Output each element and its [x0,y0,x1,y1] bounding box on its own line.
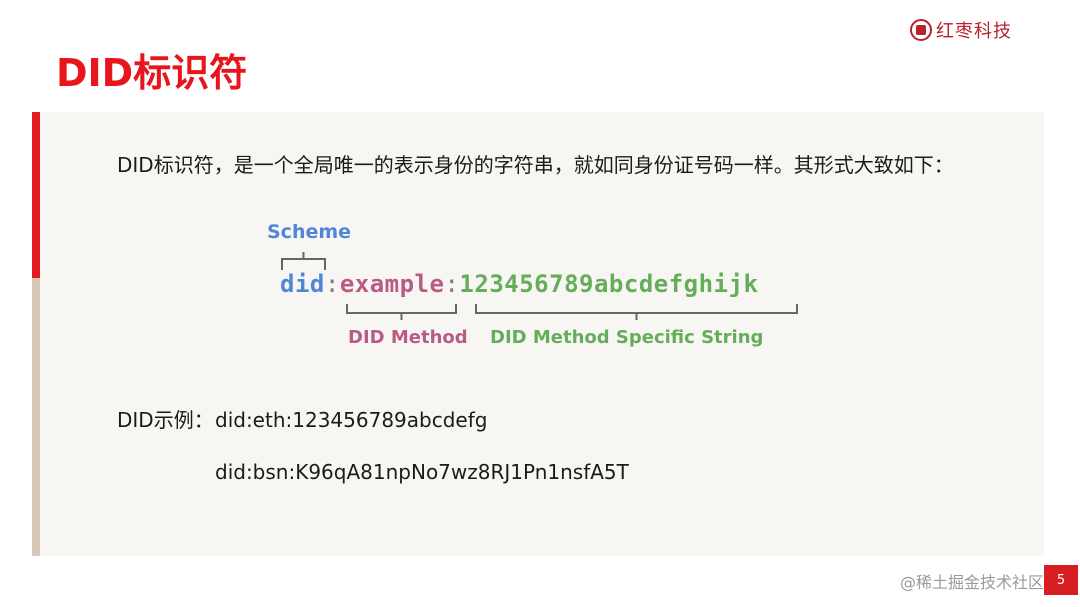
accent-bar-red [32,112,40,278]
method-label: DID Method [348,327,468,348]
did-example-line: did:example:123456789abcdefghijk [280,270,758,298]
example-value: did:bsn:K96qA81npNo7wz8RJ1Pn1nsfA5T [215,460,629,484]
company-logo: 红枣科技 [910,16,1012,44]
separator: : [324,270,340,298]
example-value: did:eth:123456789abcdefg [215,408,488,432]
specific-bracket [475,304,798,320]
did-specific-string: 123456789abcdefghijk [459,270,759,298]
examples-label: DID示例： [117,408,214,432]
content-panel [32,112,1044,556]
scheme-bracket [281,252,326,270]
separator: : [444,270,460,298]
did-scheme: did [280,270,325,298]
page-title: DID标识符 [56,51,248,95]
logo-emblem-icon [910,19,932,41]
method-bracket [346,304,457,320]
scheme-label: Scheme [267,221,352,243]
page-number: 5 [1044,565,1078,595]
intro-text: DID标识符，是一个全局唯一的表示身份的字符串，就如同身份证号码一样。其形式大致… [117,153,954,177]
did-method: example [339,270,445,298]
accent-bar-tan [32,278,40,556]
diagram-brackets [281,252,798,320]
specific-label: DID Method Specific String [490,327,764,348]
logo-text: 红枣科技 [936,21,1012,42]
did-syntax-diagram: Scheme did:example:123456789abcdefghijk … [250,214,830,364]
watermark: @稀土掘金技术社区 [900,573,1045,592]
